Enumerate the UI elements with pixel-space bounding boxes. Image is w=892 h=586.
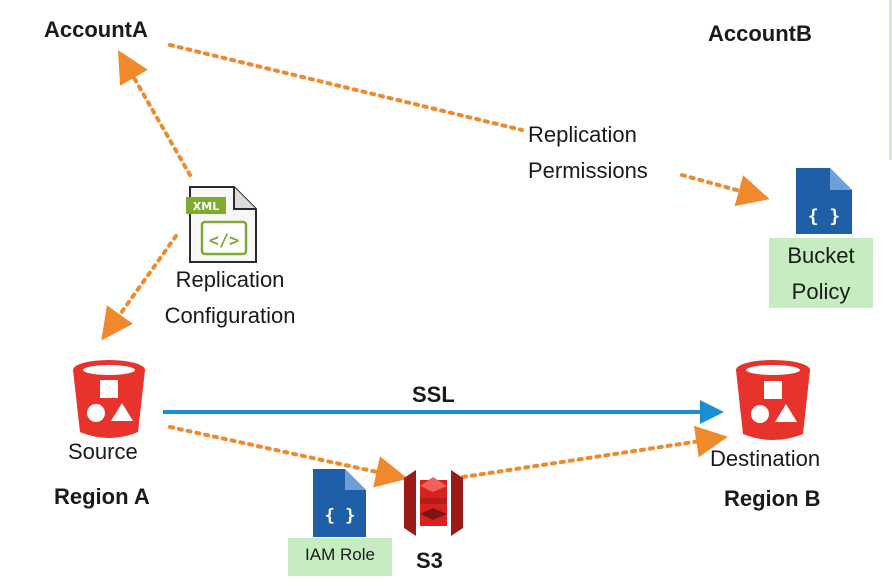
code-glyph: </> <box>209 231 240 251</box>
s3-icon <box>404 470 463 536</box>
arrow-config-to-source <box>101 234 178 341</box>
xml-file-icon: XML </> <box>186 186 257 263</box>
arrow-accountA-to-permissions <box>168 43 524 132</box>
arrow-permissions-to-bucket-policy <box>680 173 770 207</box>
region-b-label: Region B <box>724 486 821 511</box>
arrow-s3-to-destination <box>461 425 728 479</box>
right-edge-strip <box>889 0 892 160</box>
iam-document-icon: { } <box>313 469 366 537</box>
destination-label: Destination <box>710 446 821 471</box>
svg-text:{ }: { } <box>325 506 356 526</box>
region-a-label: Region A <box>54 484 150 509</box>
xml-badge-text: XML <box>193 200 219 213</box>
iam-role-label-box: IAM Role <box>288 538 392 576</box>
bucket-policy-label-box: Bucket Policy <box>769 238 873 308</box>
policy-document-icon: { } <box>796 168 852 234</box>
destination-bucket-icon <box>736 360 810 440</box>
source-label: Source <box>68 439 138 464</box>
arrow-config-to-accountA <box>118 50 192 177</box>
ssl-label: SSL <box>412 382 455 407</box>
dotted-arrows <box>101 43 770 488</box>
replication-permissions-label: Replication Permissions <box>528 122 648 183</box>
replication-configuration-label: Replication Configuration <box>164 267 296 328</box>
s3-label: S3 <box>416 548 443 573</box>
svg-text:{ }: { } <box>808 206 841 227</box>
source-bucket-icon <box>73 360 145 438</box>
account-b-label: AccountB <box>708 21 812 46</box>
account-a-label: AccountA <box>44 17 148 42</box>
arrow-source-to-s3 <box>168 425 408 488</box>
